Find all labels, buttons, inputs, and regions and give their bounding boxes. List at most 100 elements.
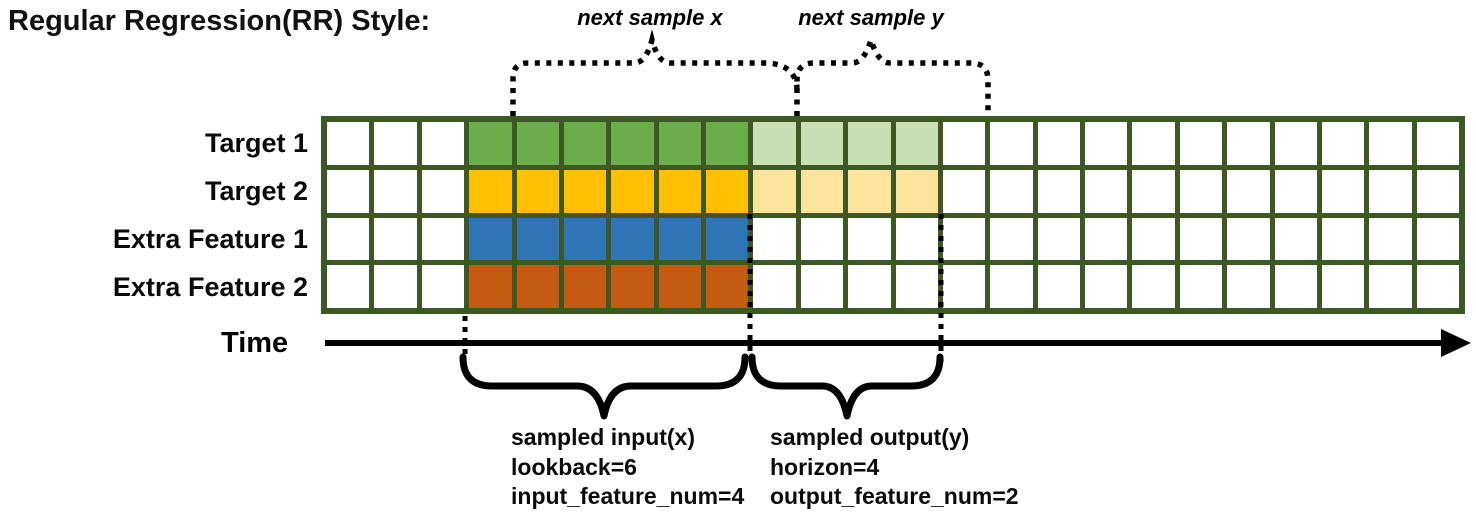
grid-cell [563, 217, 607, 261]
grid-cell [327, 265, 370, 308]
sample-grid [321, 116, 1465, 314]
grid-cell [658, 122, 701, 165]
grid-cell [469, 122, 512, 165]
grid-cell [706, 265, 749, 308]
annotation-line: sampled input(x) [511, 424, 696, 450]
grid-cell [753, 217, 796, 261]
grid-cell [1037, 122, 1080, 165]
next-sample-x-brace [510, 29, 800, 116]
grid-cell [469, 169, 512, 213]
grid-cell [753, 265, 796, 308]
grid-cell [990, 265, 1033, 308]
next-sample-y-label: next sample y [798, 5, 944, 30]
grid-cell [611, 217, 654, 261]
row-label: Target 1 [204, 128, 308, 159]
grid-cell [1416, 265, 1459, 308]
grid-cell [374, 217, 417, 261]
grid-cell [1179, 217, 1223, 261]
grid-cell [1132, 217, 1175, 261]
sampled-input-brace [459, 353, 749, 420]
next-sample-y-brace [794, 30, 991, 116]
grid-cell [1321, 217, 1365, 261]
grid-cell [374, 169, 417, 213]
grid-cell [895, 169, 938, 213]
grid-cell [895, 265, 938, 308]
grid-cell [611, 122, 654, 165]
grid-cell [469, 217, 512, 261]
grid-cell [421, 217, 465, 261]
time-axis-label: Time [221, 327, 289, 359]
grid-cell [611, 265, 654, 308]
grid-cell [516, 169, 559, 213]
grid-cell [1085, 265, 1128, 308]
grid-cell [516, 217, 559, 261]
grid-cell [374, 122, 417, 165]
grid-cell [1132, 169, 1175, 213]
row-label: Extra Feature 1 [112, 223, 308, 254]
grid-cell [516, 122, 559, 165]
grid-cell [942, 169, 986, 213]
grid-cell [1179, 265, 1223, 308]
annotation-line: output_feature_num=2 [770, 483, 1019, 509]
grid-cell [942, 265, 986, 308]
annotation-line: input_feature_num=4 [511, 483, 745, 509]
grid-cell [1085, 122, 1128, 165]
grid-cell [895, 217, 938, 261]
grid-cell [1227, 265, 1270, 308]
grid-cell [1227, 217, 1270, 261]
grid-cell [1274, 265, 1317, 308]
grid-cell [1321, 122, 1365, 165]
grid-cell [1132, 122, 1175, 165]
grid-cell [327, 217, 370, 261]
grid-cell [1179, 122, 1223, 165]
grid-cell [753, 169, 796, 213]
grid-cell [611, 169, 654, 213]
grid-cell [706, 169, 749, 213]
annotation-line: lookback=6 [511, 453, 637, 480]
grid-cell [800, 265, 844, 308]
grid-cell [469, 265, 512, 308]
grid-cell [990, 169, 1033, 213]
grid-cell [1416, 217, 1459, 261]
grid-cell [1416, 169, 1459, 213]
grid-cell [990, 217, 1033, 261]
grid-cell [848, 122, 891, 165]
grid-cell [563, 265, 607, 308]
grid-cell [848, 217, 891, 261]
grid-cell [374, 265, 417, 308]
grid-cell [800, 169, 844, 213]
time-axis-arrowhead [1441, 329, 1471, 357]
grid-cell [753, 122, 796, 165]
grid-cell [1274, 217, 1317, 261]
grid-cell [1416, 122, 1459, 165]
grid-cell [1085, 169, 1128, 213]
grid-cell [1132, 265, 1175, 308]
grid-cell [516, 265, 559, 308]
next-sample-x-label: next sample x [577, 5, 723, 30]
grid-cell [1037, 217, 1080, 261]
grid-cell [563, 169, 607, 213]
grid-cell [327, 169, 370, 213]
grid-cell [1227, 169, 1270, 213]
grid-cell [1037, 265, 1080, 308]
grid-cell [327, 122, 370, 165]
grid-cell [1321, 169, 1365, 213]
annotation-line: horizon=4 [770, 453, 880, 480]
grid-cell [658, 217, 701, 261]
grid-cell [421, 265, 465, 308]
grid-cell [706, 217, 749, 261]
grid-cell [1369, 122, 1412, 165]
row-label: Target 2 [204, 176, 308, 207]
grid-cell [1227, 122, 1270, 165]
grid-cell [1274, 122, 1317, 165]
grid-cell [848, 265, 891, 308]
grid-cell [1369, 265, 1412, 308]
grid-cell [1321, 265, 1365, 308]
diagram-title: Regular Regression(RR) Style: [8, 5, 431, 37]
row-label: Extra Feature 2 [112, 271, 308, 302]
grid-cell [990, 122, 1033, 165]
grid-cell [421, 122, 465, 165]
grid-cell [1179, 169, 1223, 213]
grid-cell [848, 169, 891, 213]
